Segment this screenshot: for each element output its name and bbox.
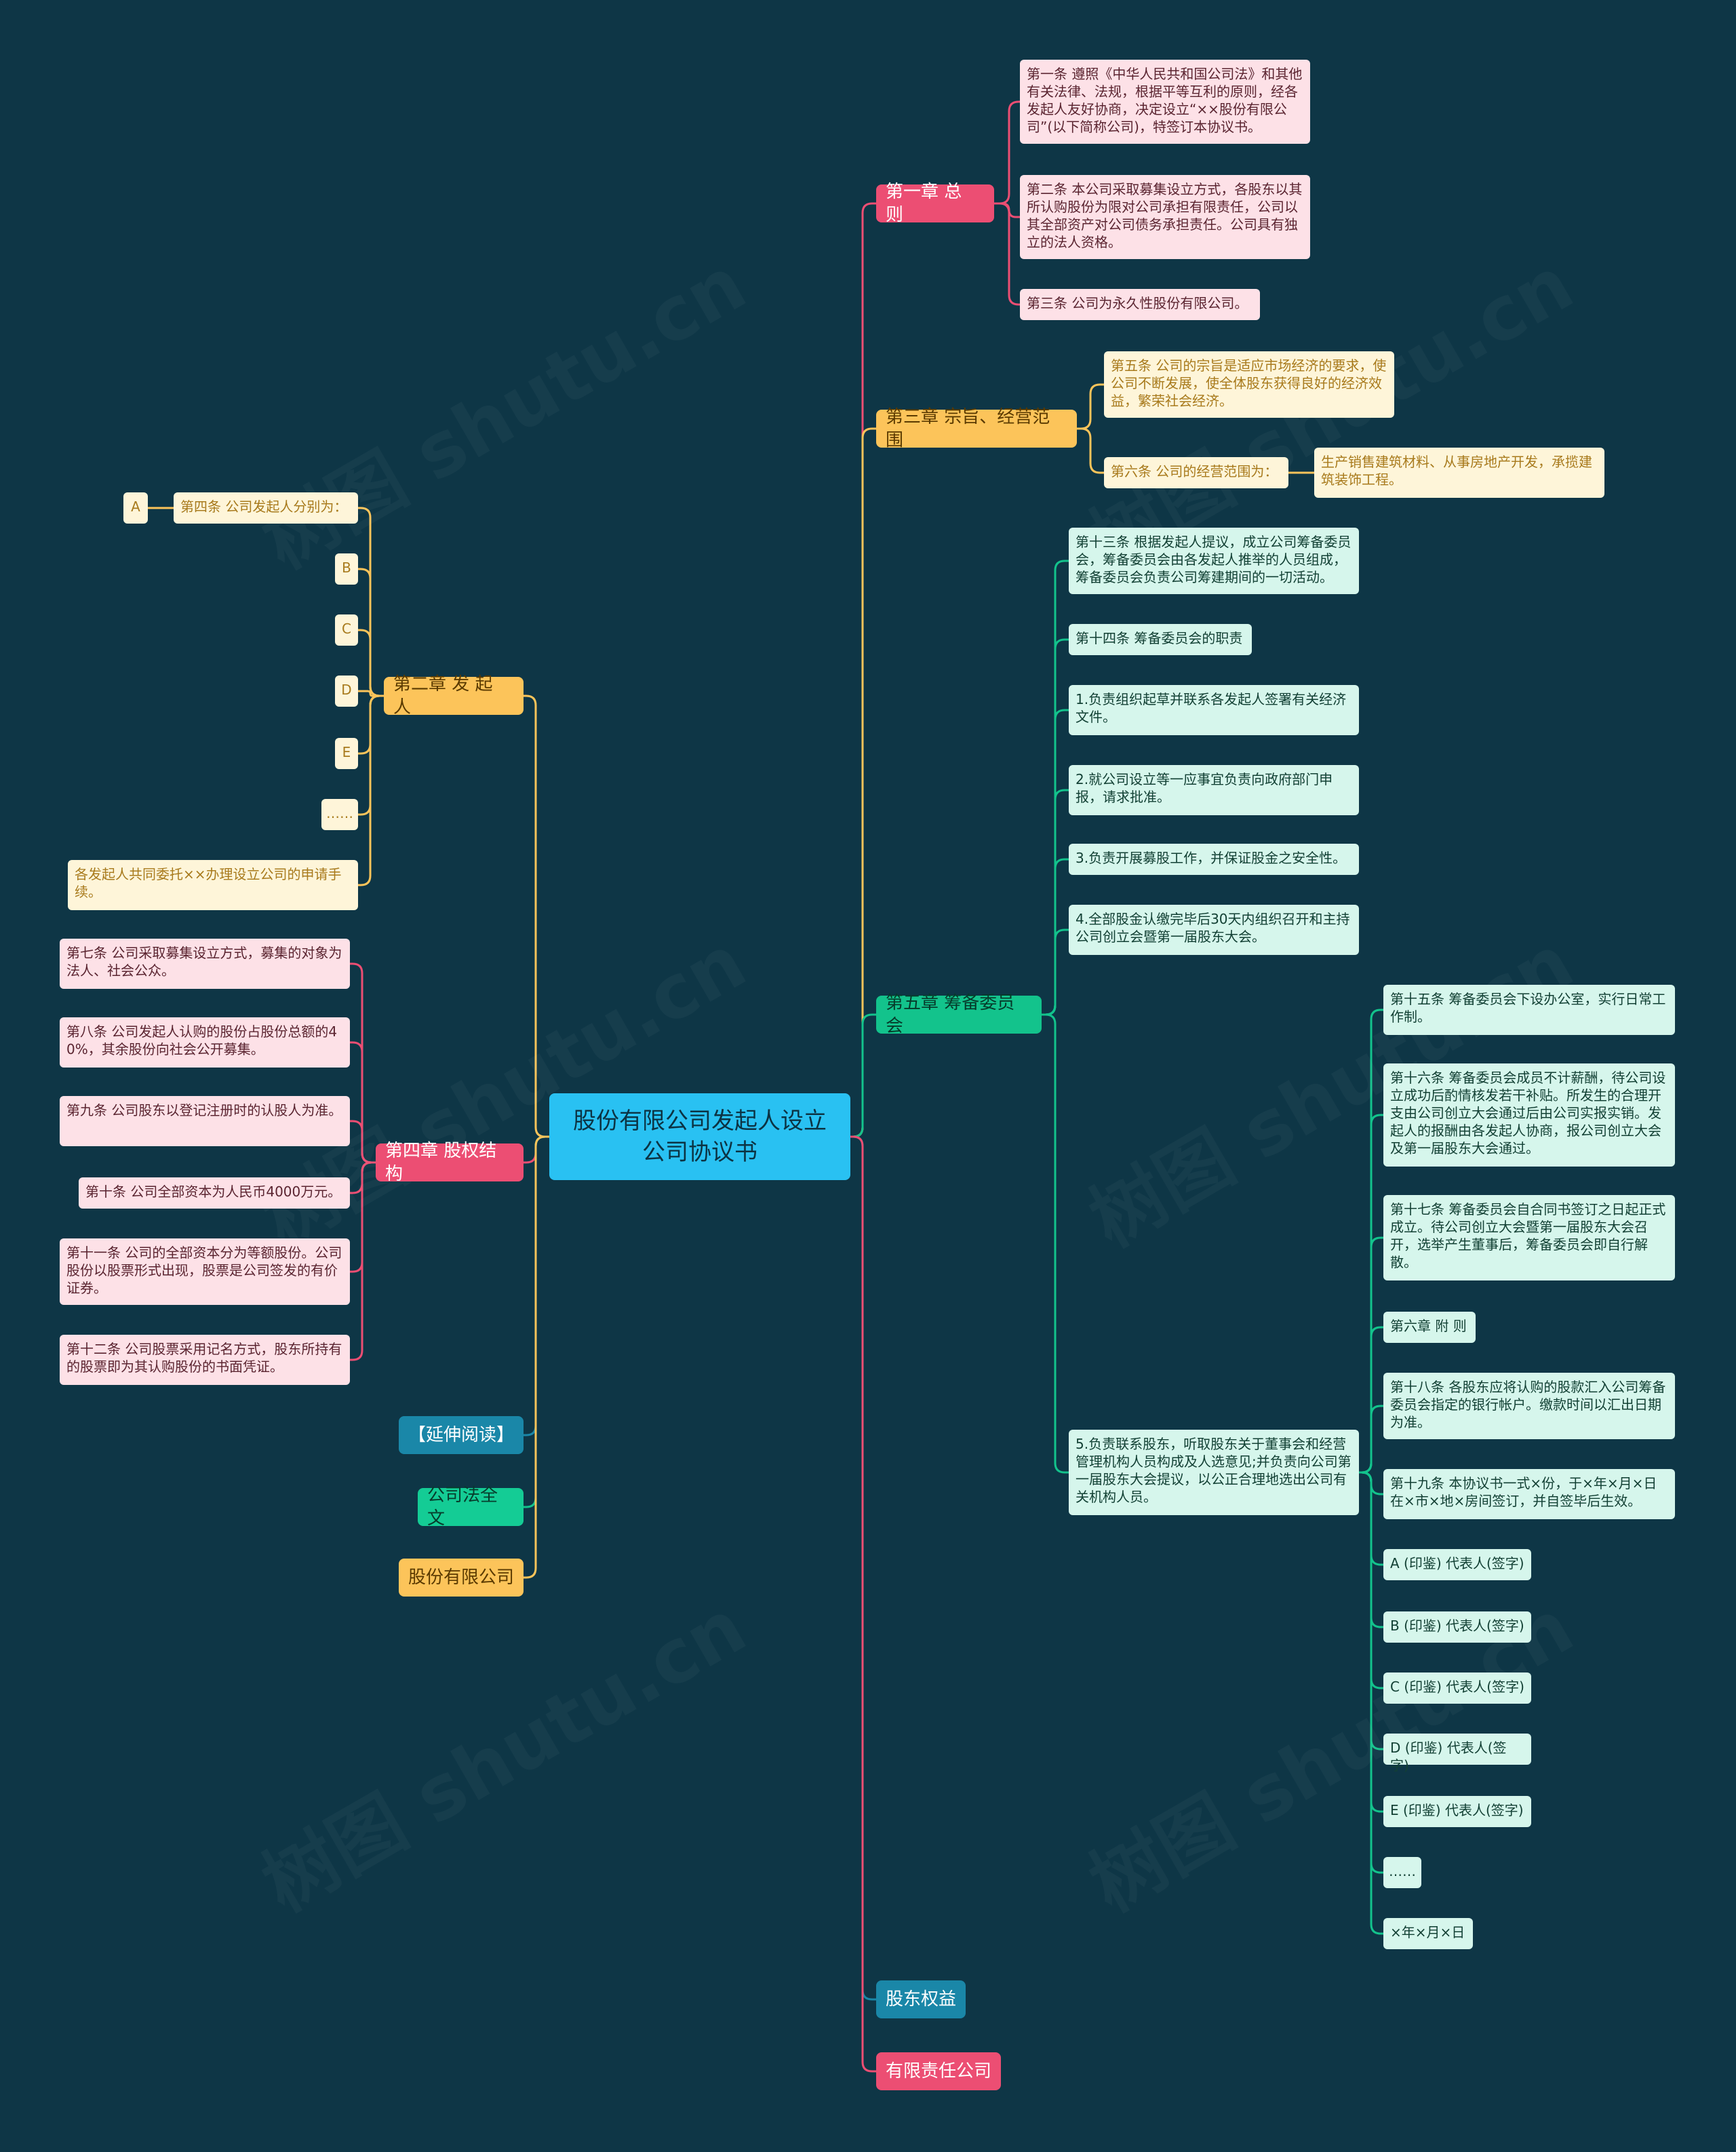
branch-company-law[interactable]: 公司法全文 [418,1485,524,1529]
leaf-article-9[interactable]: 第九条 公司股东以登记注册时的认股人为准。 [60,1096,350,1146]
connector-line [1042,928,1069,1016]
leaf-duty-1[interactable]: 1.负责组织起草并联系各发起人签署有关经济文件。 [1069,685,1359,735]
branch-chapter-2[interactable]: 第二章 发 起 人 [384,674,524,718]
connector-line [994,100,1020,205]
branch-chapter-4[interactable]: 第四章 股权结构 [376,1141,524,1184]
leaf-duty-5[interactable]: 5.负责联系股东，听取股东关于董事会和经营管理机构人员构成及人选意见;并负责向公… [1069,1430,1359,1515]
leaf-article-16[interactable]: 第十六条 筹备委员会成员不计薪酬，待公司设立成功后酌情核发若干补贴。所发生的合理… [1383,1063,1675,1167]
leaf-signature-more[interactable]: …… [1383,1857,1421,1888]
leaf-article-13[interactable]: 第十三条 根据发起人提议，成立公司筹备委员会，筹备委员会由各发起人推举的人员组成… [1069,528,1359,594]
connector-line [850,1135,876,2073]
branch-chapter-5[interactable]: 第五章 筹备委员会 [876,993,1042,1036]
connector-line [524,694,549,1138]
leaf-article-7[interactable]: 第七条 公司采取募集设立方式，募集的对象为法人、社会公众。 [60,939,350,989]
branch-limited-liability[interactable]: 有限责任公司 [876,2052,1001,2090]
leaf-article-19[interactable]: 第十九条 本协议书一式×份，于×年×月×日在×市×地×房间签订，并自签毕后生效。 [1383,1469,1675,1519]
connector-line [358,694,384,886]
leaf-article-10[interactable]: 第十条 公司全部资本为人民币4000万元。 [79,1177,350,1209]
leaf-article-6[interactable]: 第六条 公司的经营范围为： [1104,457,1288,488]
leaf-signature-c[interactable]: C (印鉴) 代表人(签字) [1383,1672,1531,1704]
leaf-founder-e[interactable]: E [335,738,358,769]
leaf-article-5[interactable]: 第五条 公司的宗旨是适应市场经济的要求，使公司不断发展，使全体股东获得良好的经济… [1104,351,1394,418]
leaf-article-17[interactable]: 第十七条 筹备委员会自合同书签订之日起正式成立。待公司创立大会暨第一届股东大会召… [1383,1195,1675,1280]
root-topic[interactable]: 股份有限公司发起人设立公司协议书 [549,1093,850,1180]
leaf-article-6-scope[interactable]: 生产销售建筑材料、从事房地产开发，承揽建筑装饰工程。 [1314,448,1604,498]
leaf-article-18[interactable]: 第十八条 各股东应将认购的股款汇入公司筹备委员会指定的银行帐户。缴款时间以汇出日… [1383,1373,1675,1439]
branch-shareholder-rights[interactable]: 股东权益 [876,1980,966,2018]
connector-line [358,629,384,697]
connector-line [994,202,1020,306]
connector-line [1077,427,1104,474]
leaf-duty-3[interactable]: 3.负责开展募股工作，并保证股金之安全性。 [1069,844,1359,875]
leaf-date[interactable]: ×年×月×日 [1383,1918,1473,1949]
branch-joint-stock-company[interactable]: 股份有限公司 [399,1559,524,1597]
leaf-signature-a[interactable]: A (印鉴) 代表人(签字) [1383,1549,1531,1580]
branch-chapter-3[interactable]: 第三章 宗旨、经营范围 [876,407,1077,450]
leaf-article-1[interactable]: 第一条 遵照《中华人民共和国公司法》和其他有关法律、法规，根据平等互利的原则，经… [1020,60,1310,144]
leaf-founder-more[interactable]: …… [321,799,358,830]
leaf-article-8[interactable]: 第八条 公司发起人认购的股份占股份总额的40%，其余股份向社会公开募集。 [60,1017,350,1068]
leaf-signature-b[interactable]: B (印鉴) 代表人(签字) [1383,1611,1531,1643]
leaf-article-2[interactable]: 第二条 本公司采取募集设立方式，各股东以其所认购股份为限对公司承担有限责任，公司… [1020,175,1310,259]
leaf-article-3[interactable]: 第三条 公司为永久性股份有限公司。 [1020,289,1260,320]
connector-line [350,1161,376,1361]
connector-line [350,1120,376,1164]
connector-line [358,690,384,697]
leaf-founder-d[interactable]: D [335,676,358,707]
connector-line [1042,1013,1069,1474]
connector-line [524,1135,549,1579]
leaf-article-11[interactable]: 第十一条 公司的全部资本分为等额股份。公司股份以股票形式出现，股票是公司签发的有… [60,1238,350,1305]
leaf-founder-b[interactable]: B [335,553,358,585]
branch-extended-reading[interactable]: 【延伸阅读】 [399,1416,524,1454]
connector-line [1359,1405,1383,1474]
leaf-founder-a[interactable]: A [123,492,148,524]
leaf-duty-2[interactable]: 2.就公司设立等一应事宜负责向政府部门申报，请求批准。 [1069,765,1359,815]
leaf-signature-d[interactable]: D (印鉴) 代表人(签字) [1383,1734,1531,1774]
leaf-article-4[interactable]: 第四条 公司发起人分别为： [174,492,358,524]
leaf-entrust[interactable]: 各发起人共同委托××办理设立公司的申请手续。 [68,860,358,910]
leaf-duty-4[interactable]: 4.全部股金认缴完毕后30天内组织召开和主持公司创立会暨第一届股东大会。 [1069,905,1359,955]
leaf-article-15[interactable]: 第十五条 筹备委员会下设办公室，实行日常工作制。 [1383,985,1675,1035]
connector-line [850,1013,876,1138]
leaf-founder-c[interactable]: C [335,614,358,646]
leaf-chapter-6[interactable]: 第六章 附 则 [1383,1312,1476,1343]
connector-line [1077,383,1104,430]
leaf-signature-e[interactable]: E (印鉴) 代表人(签字) [1383,1796,1531,1827]
connector-line [1359,1471,1383,1935]
leaf-article-14[interactable]: 第十四条 筹备委员会的职责 [1069,624,1252,655]
branch-chapter-1[interactable]: 第一章 总 则 [876,182,994,225]
leaf-article-12[interactable]: 第十二条 公司股票采用记名方式，股东所持有的股票即为其认购股份的书面凭证。 [60,1335,350,1385]
